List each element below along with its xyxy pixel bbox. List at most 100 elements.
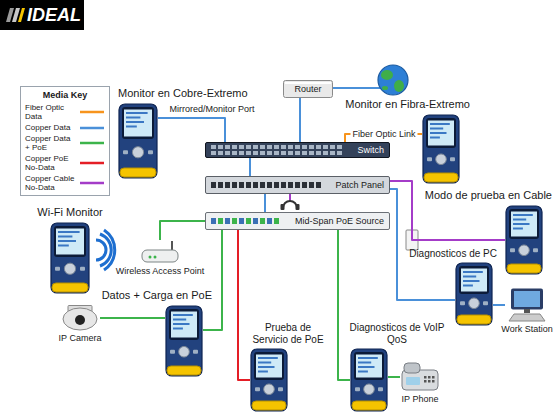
legend-row: Fiber Optic Data: [25, 103, 105, 121]
legend-text: Copper Cable No-Data: [25, 174, 77, 192]
phone-display: [406, 377, 420, 385]
tester-button: [483, 301, 488, 305]
tester-button: [170, 350, 175, 354]
legend-row: Copper PoE No-Data: [25, 154, 105, 172]
tester-button: [80, 267, 85, 271]
keypad: [436, 154, 447, 165]
screen-bar: [126, 126, 137, 128]
tester-device: Diagnosticos de VoIP QoS: [350, 348, 388, 412]
tester-bezel: [54, 226, 86, 257]
switch-port: [232, 151, 237, 155]
screen-bar: [430, 132, 447, 134]
tester-button: [193, 350, 198, 354]
panel-port: [267, 182, 272, 188]
tester-bezel: [354, 352, 384, 380]
tester-button: [533, 248, 538, 252]
device-heading: Wi-Fi Monitor: [37, 206, 102, 219]
device-heading: Prueba de Servicio de PoE: [250, 322, 326, 345]
label-holder: Patch Panel: [335, 180, 384, 190]
panel-body: [206, 177, 390, 194]
access-point: Wireless Access Point: [138, 240, 182, 264]
screen-bar: [126, 117, 140, 119]
cable-link: [299, 98, 301, 142]
device-label: Wireless Access Point: [116, 266, 205, 276]
label-holder: Mid-Span PoE Source: [295, 216, 384, 226]
injector-port: [218, 218, 223, 224]
screen-bar: [358, 362, 371, 364]
monitor-screen: [514, 291, 540, 307]
tester-device-shape: [165, 305, 203, 377]
tester-button: [427, 157, 432, 161]
injector-port: [232, 218, 237, 224]
legend-line: [80, 142, 104, 145]
tester-button: [355, 387, 360, 391]
switch-port: [302, 145, 307, 149]
cable-link: [100, 317, 165, 319]
tester-body: [166, 306, 202, 376]
headset-cup: [281, 204, 285, 210]
legend-row: Copper Data + PoE: [25, 134, 105, 152]
screen-bar: [258, 371, 268, 373]
switch-port: [218, 151, 223, 155]
ip-phone: IP Phone: [400, 362, 440, 392]
injector-port: [253, 218, 258, 224]
link-label-holder: Mirrored/Monitor Port: [167, 104, 256, 115]
screen-bar: [513, 223, 530, 225]
screen-bar: [463, 280, 480, 282]
panel-port: [309, 182, 314, 188]
keypad: [519, 245, 530, 256]
tester-device-shape: [50, 222, 90, 294]
switch-port: [246, 151, 251, 155]
legend-swatch: [79, 125, 105, 131]
panel-port: [211, 182, 216, 188]
switch-port: [295, 145, 300, 149]
switch-port: [330, 151, 335, 155]
panel-port: [246, 182, 251, 188]
switch-port: [211, 145, 216, 149]
switch-port: [274, 151, 279, 155]
label-holder: Monitor en Fibra-Extremo: [345, 98, 470, 111]
tester-screen: [428, 121, 454, 146]
device-heading: Monitor en Fibra-Extremo: [345, 98, 470, 111]
router-device: Router: [283, 80, 333, 98]
tester-body: [351, 349, 387, 411]
panel-port: [274, 182, 279, 188]
tester-bumper: [52, 283, 88, 292]
switch-port: [225, 145, 230, 149]
tester-device: Diagnosticos de PC: [455, 262, 493, 326]
tester-button: [278, 387, 283, 391]
label-holder: Prueba de Servicio de PoE: [250, 322, 326, 345]
phone-key: [432, 380, 435, 383]
device-label: Work Station: [501, 324, 552, 334]
tester-body: [119, 104, 157, 178]
cable-link: [249, 158, 251, 176]
legend-row: Copper Cable No-Data: [25, 174, 105, 192]
switch-port: [232, 145, 237, 149]
switch-port: [218, 145, 223, 149]
switch-port: [239, 145, 244, 149]
tester-body: [51, 223, 89, 293]
screen-bar: [258, 357, 278, 359]
switch-port: [281, 151, 286, 155]
label-holder: Datos + Carga en PoE: [102, 289, 212, 302]
tester-button: [55, 267, 60, 271]
panel-port: [302, 182, 307, 188]
monitor: [511, 289, 543, 310]
tester-button: [148, 150, 153, 154]
tester-bezel: [122, 107, 154, 139]
screen-bar: [358, 357, 378, 359]
keypad: [179, 346, 190, 357]
wifi-wave: [96, 240, 106, 260]
ip-camera-shape: [60, 305, 100, 331]
device-heading: Diagnosticos de VoIP QoS: [348, 322, 446, 345]
tester-bezel: [426, 118, 456, 148]
switch-port: [316, 145, 321, 149]
tester-screen: [256, 355, 282, 378]
tester-button: [123, 150, 128, 154]
screen-bar: [258, 366, 275, 368]
injector-port: [239, 218, 244, 224]
tester-body: [423, 115, 459, 183]
injector-port: [225, 218, 230, 224]
legend-text: Copper Data: [25, 123, 77, 132]
